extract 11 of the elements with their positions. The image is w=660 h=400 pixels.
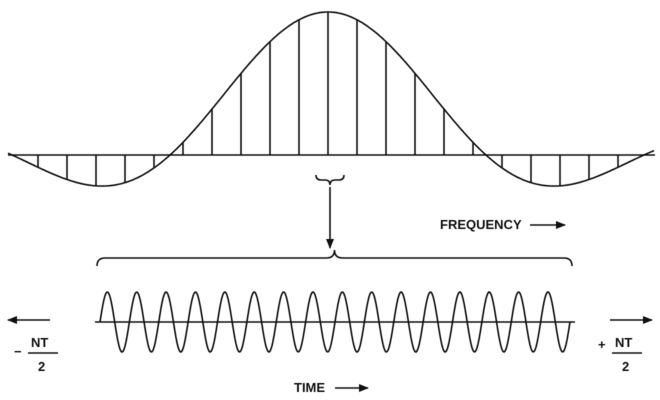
sign: − [14, 345, 22, 358]
numerator: NT [31, 336, 48, 349]
axis-label: TIME [294, 381, 326, 394]
numerator: NT [615, 336, 632, 349]
axis-label: FREQUENCY [440, 218, 522, 231]
arrow [326, 187, 334, 249]
brace [315, 174, 345, 186]
denominator: 2 [622, 360, 630, 373]
denominator: 2 [38, 360, 46, 373]
brace [96, 249, 573, 266]
sign: + [598, 338, 606, 351]
